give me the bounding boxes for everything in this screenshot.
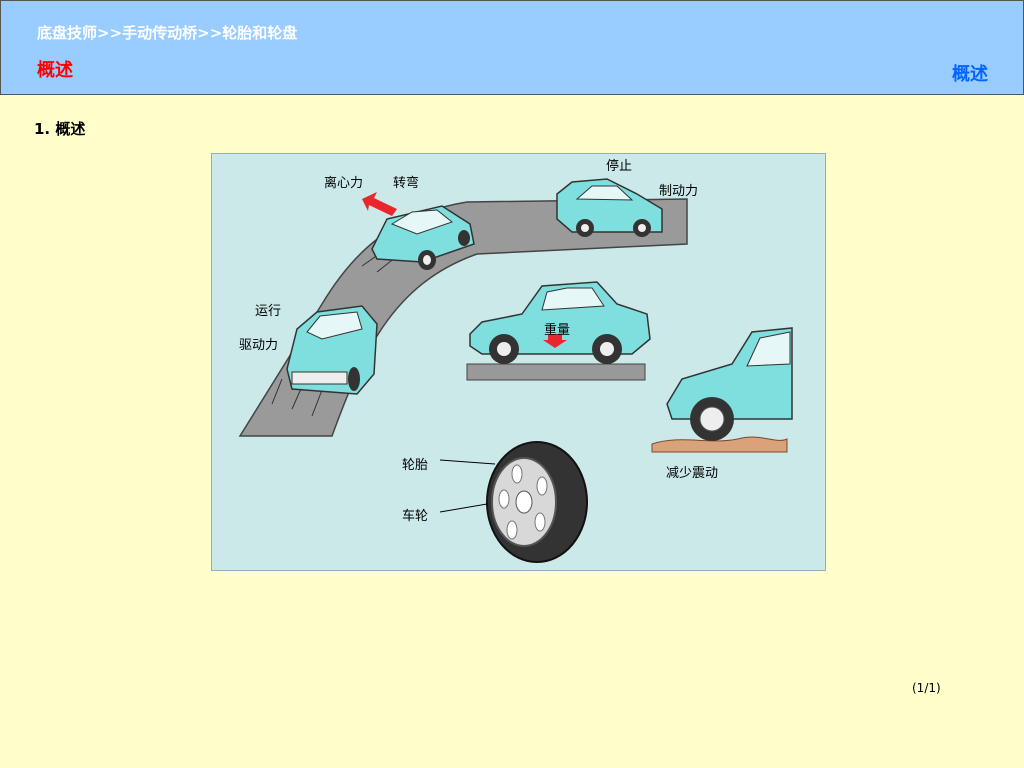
label-weight: 重量	[544, 323, 571, 338]
page-title: 概述	[37, 60, 73, 81]
label-centrifugal: 离心力	[324, 176, 364, 191]
tire-wheel-drawing	[486, 441, 588, 563]
ground-strip	[466, 363, 646, 381]
stopping-car-drawing	[556, 178, 663, 237]
breadcrumb: 底盘技师>>手动传动桥>>轮胎和轮盘	[37, 24, 298, 42]
bumpy-ground	[651, 436, 788, 453]
label-wheel: 车轮	[402, 509, 429, 524]
header-bar: 底盘技师>>手动传动桥>>轮胎和轮盘 概述 概述	[0, 0, 1024, 95]
label-tire: 轮胎	[402, 458, 429, 473]
weight-car-drawing	[469, 281, 651, 364]
label-turning: 转弯	[393, 176, 420, 191]
section-heading: 1. 概述	[34, 120, 86, 138]
illustration-drawing	[238, 178, 793, 563]
section-title-link[interactable]: 概述	[952, 64, 988, 85]
label-stop: 停止	[606, 159, 633, 174]
label-braking: 制动力	[659, 184, 699, 199]
label-driving: 驱动力	[239, 338, 279, 353]
turning-car-drawing	[371, 205, 475, 270]
label-vibration: 减少震动	[666, 466, 719, 481]
running-car-drawing	[286, 305, 378, 395]
label-running: 运行	[255, 304, 282, 319]
front-car-drawing	[666, 327, 793, 441]
overview-illustration: 离心力 转弯 停止 制动力 运行 驱动力 重量 轮胎 车轮 减少震动	[211, 153, 826, 571]
centrifugal-arrow	[362, 192, 397, 216]
page-number: (1/1)	[912, 681, 941, 695]
